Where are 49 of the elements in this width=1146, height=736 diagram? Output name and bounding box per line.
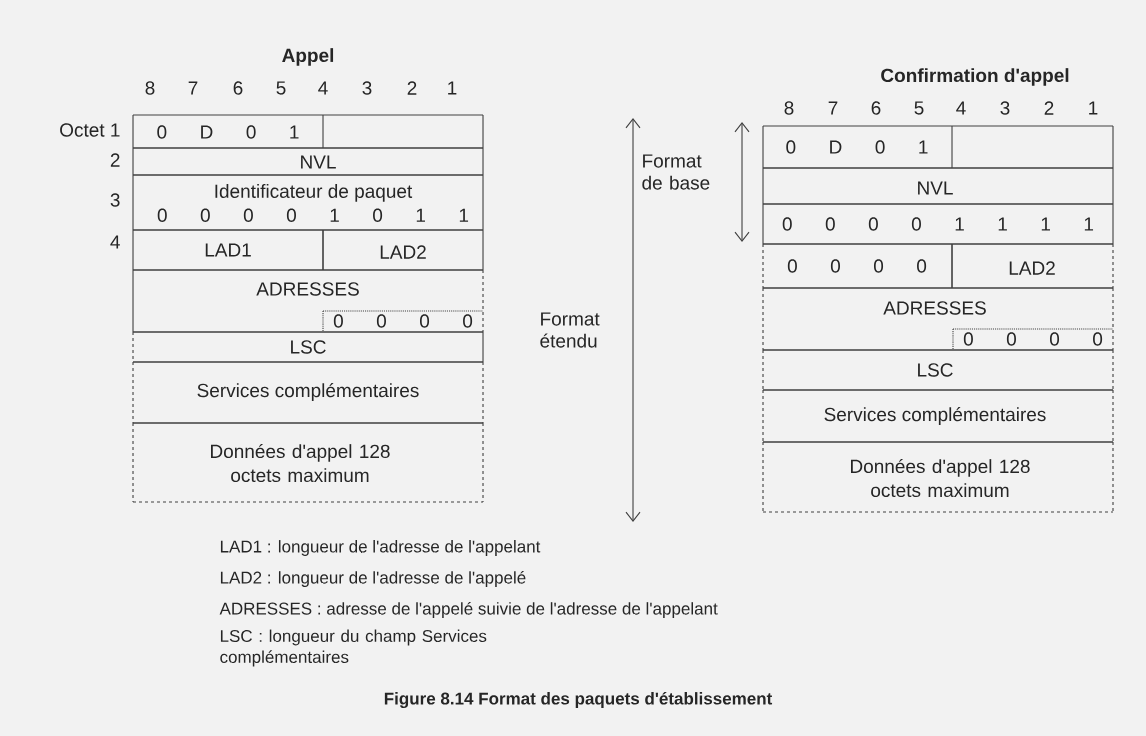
bit-number: 6 xyxy=(871,101,881,115)
reserved-bits-box: 0 0 0 0 xyxy=(322,310,484,333)
field-box: Services complémentaires xyxy=(132,361,484,424)
field-box: NVL xyxy=(762,167,1114,205)
octet-number: 4 xyxy=(110,235,120,249)
bit-number: 6 xyxy=(233,81,243,95)
bit-number: 7 xyxy=(188,81,198,95)
field-box xyxy=(951,125,1114,169)
legend-note: LSC : longueur du champ Services complémentaires xyxy=(220,629,487,667)
field-box: 0 D 0 1 xyxy=(132,114,324,149)
packet-title: Appel xyxy=(282,48,334,66)
field-box: Identificateur de paquet 0 0 0 0 1 0 1 1 xyxy=(132,174,484,231)
bit-number: 4 xyxy=(318,81,328,95)
field-box: 0 0 0 0 xyxy=(762,243,953,289)
field-box: LAD2 xyxy=(951,243,1114,289)
field-box: LSC xyxy=(762,349,1114,391)
field-box: Données d'appel 128 octets maximum xyxy=(132,422,484,503)
field-box: 0 0 0 0 1 1 1 1 xyxy=(762,203,1114,245)
octet-number: 2 xyxy=(110,153,120,167)
field-box: 0 D 0 1 xyxy=(762,125,953,169)
bit-number: 3 xyxy=(1000,101,1010,115)
legend-note: LAD2 : longueur de l'adresse de l'appelé xyxy=(220,570,526,587)
packet-title: Confirmation d'appel xyxy=(881,68,1069,86)
field-box: LSC xyxy=(132,331,484,363)
octet-number: 3 xyxy=(110,193,120,207)
legend-note: LAD1 : longueur de l'adresse de l'appelant xyxy=(220,540,541,556)
field-box: Données d'appel 128 octets maximum xyxy=(762,441,1114,513)
reserved-bits-box: 0 0 0 0 xyxy=(952,328,1114,351)
format-label: Format de base xyxy=(642,154,710,190)
bit-number: 3 xyxy=(362,81,372,95)
bit-number: 5 xyxy=(914,101,924,115)
bit-number: 2 xyxy=(407,81,417,95)
bit-number: 5 xyxy=(276,81,286,95)
bit-number: 2 xyxy=(1044,101,1054,115)
bit-number: 7 xyxy=(828,101,838,115)
bit-number: 1 xyxy=(448,81,457,95)
figure-caption: Figure 8.14 Format des paquets d'établissement xyxy=(384,691,773,709)
field-box: LAD2 xyxy=(322,229,484,271)
format-label: Format étendu xyxy=(540,312,600,348)
field-box: NVL xyxy=(132,147,484,176)
bit-number: 4 xyxy=(956,101,966,115)
field-box: Services complémentaires xyxy=(762,389,1114,443)
bit-number: 8 xyxy=(784,101,794,115)
field-box xyxy=(322,114,484,149)
field-box: LAD1 xyxy=(132,229,324,271)
octet-number: Octet 1 xyxy=(60,123,120,137)
legend-note: ADRESSES : adresse de l'appelé suivie de l'adresse de l'appelant xyxy=(219,601,718,618)
bit-number: 8 xyxy=(145,81,155,95)
bit-number: 1 xyxy=(1089,101,1098,115)
